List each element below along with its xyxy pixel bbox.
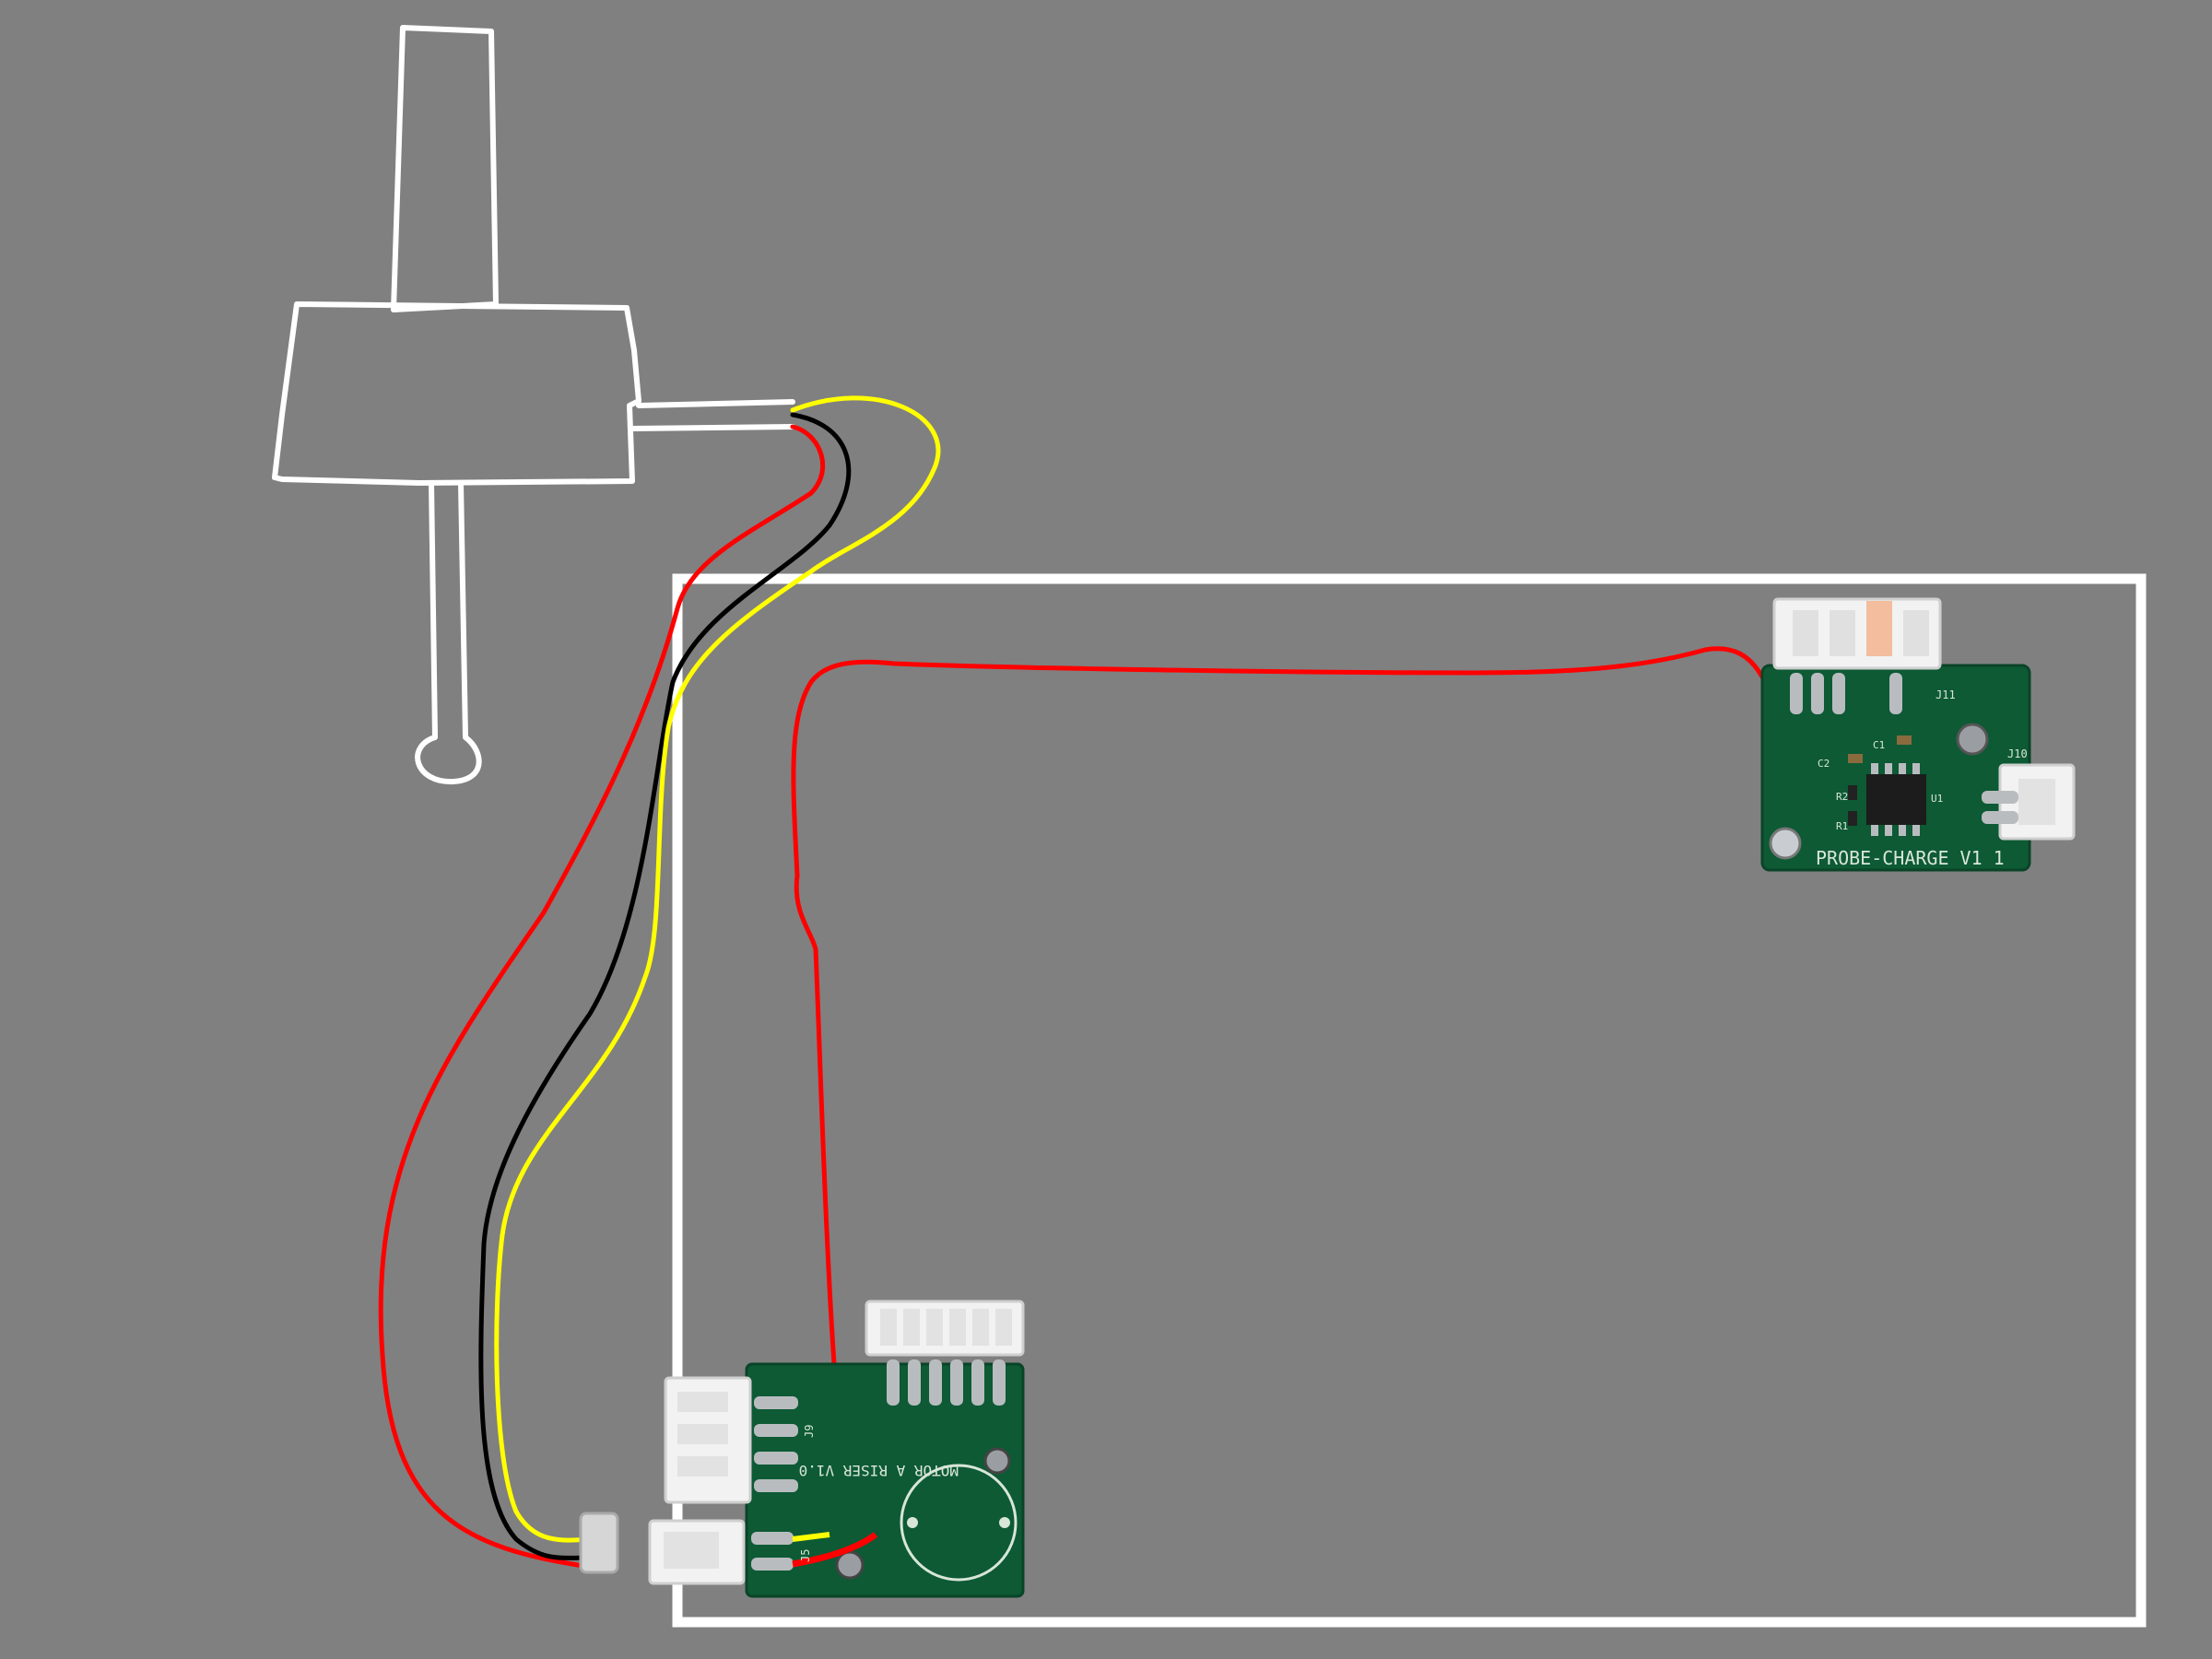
probe-drawing-icon (272, 25, 795, 785)
svg-text:C1: C1 (1873, 739, 1885, 751)
motor-riser-board: MOTOR A RISER V1.0 J9 J5 (648, 1300, 1025, 1598)
svg-text:J10: J10 (2007, 747, 2028, 760)
screw-icon (1956, 723, 1989, 756)
svg-text:J9: J9 (803, 1425, 816, 1438)
top-header-connector (865, 1300, 1025, 1357)
svg-text:J11: J11 (1936, 688, 1956, 701)
probe-cable (378, 395, 941, 1570)
motor-riser-title: MOTOR A RISER V1.0 (799, 1462, 959, 1479)
j11-connector (1772, 597, 1942, 670)
u1-chip (1866, 774, 1926, 825)
svg-text:J5: J5 (799, 1549, 812, 1562)
j10-connector (1982, 763, 2076, 841)
svg-text:R1: R1 (1836, 820, 1848, 832)
jst-plug-icon (579, 1512, 619, 1574)
wire-yellow-probe (494, 395, 941, 1543)
j9-connector (664, 1376, 752, 1504)
screw-icon (983, 1447, 1011, 1475)
svg-text:R2: R2 (1836, 791, 1848, 803)
svg-text:C2: C2 (1818, 758, 1830, 770)
probe-charge-title: PROBE-CHARGE V1 1 (1816, 847, 2005, 869)
j5-connector (648, 1519, 746, 1585)
motor-outline (900, 1464, 1018, 1582)
screw-icon (835, 1550, 865, 1580)
svg-text:U1: U1 (1931, 793, 1943, 805)
mount-hole (1769, 827, 1802, 860)
enclosure-outline (672, 573, 2147, 1628)
probe-charge-board: PROBE-CHARGE V1 1 J11 J10 C1 C2 R1 R2 U1 (1760, 597, 2076, 872)
wire-black-probe (478, 412, 852, 1560)
j11-pads (1790, 673, 1902, 714)
wire-red-probe (378, 424, 826, 1570)
